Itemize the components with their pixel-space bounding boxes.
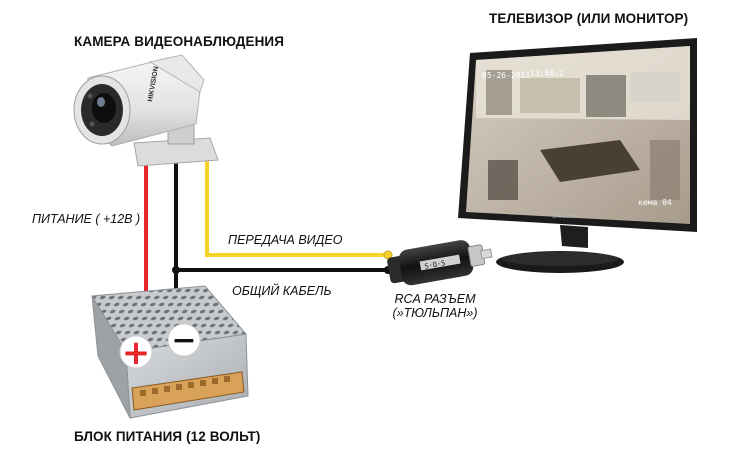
minus-sign: − [171, 323, 196, 358]
osd-date: 05-26-2011 [482, 71, 530, 80]
rca-label-line1: RCA РАЗЪЕМ [394, 292, 476, 306]
common-wire-label: ОБЩИЙ КАБЕЛЬ [232, 284, 332, 298]
camera: HIKVISION [73, 54, 219, 167]
wires [144, 150, 393, 350]
camera-title: КАМЕРА ВИДЕОНАБЛЮДЕНИЯ [74, 34, 285, 49]
tv-title: ТЕЛЕВИЗОР (ИЛИ МОНИТОР) [489, 11, 689, 26]
osd-time: 13:40:2 [530, 69, 564, 78]
video-wire-label: ПЕРЕДАЧА ВИДЕО [228, 233, 343, 247]
rca-label-line2: (»ТЮЛЬПАН») [392, 306, 478, 320]
monitor: 05-26-2011 13:40:2 кема 04 SAMSUNG [458, 38, 697, 273]
positive-terminal [119, 335, 153, 369]
rca-label-text: S·O·S [424, 259, 446, 271]
power-wire-label: ПИТАНИЕ ( +12В ) [32, 212, 141, 226]
monitor-brand: SAMSUNG [552, 214, 577, 220]
negative-terminal [167, 323, 201, 357]
power-supply: + − [91, 285, 249, 419]
rca-connector: S·O·S [387, 240, 493, 286]
plus-sign: + [122, 333, 151, 373]
psu-title: БЛОК ПИТАНИЯ (12 ВОЛЬТ) [74, 429, 261, 444]
video-wire [205, 158, 392, 257]
osd-camera: кема 04 [638, 198, 672, 207]
rca-label: RCA РАЗЪЕМ (»ТЮЛЬПАН») [370, 292, 500, 320]
